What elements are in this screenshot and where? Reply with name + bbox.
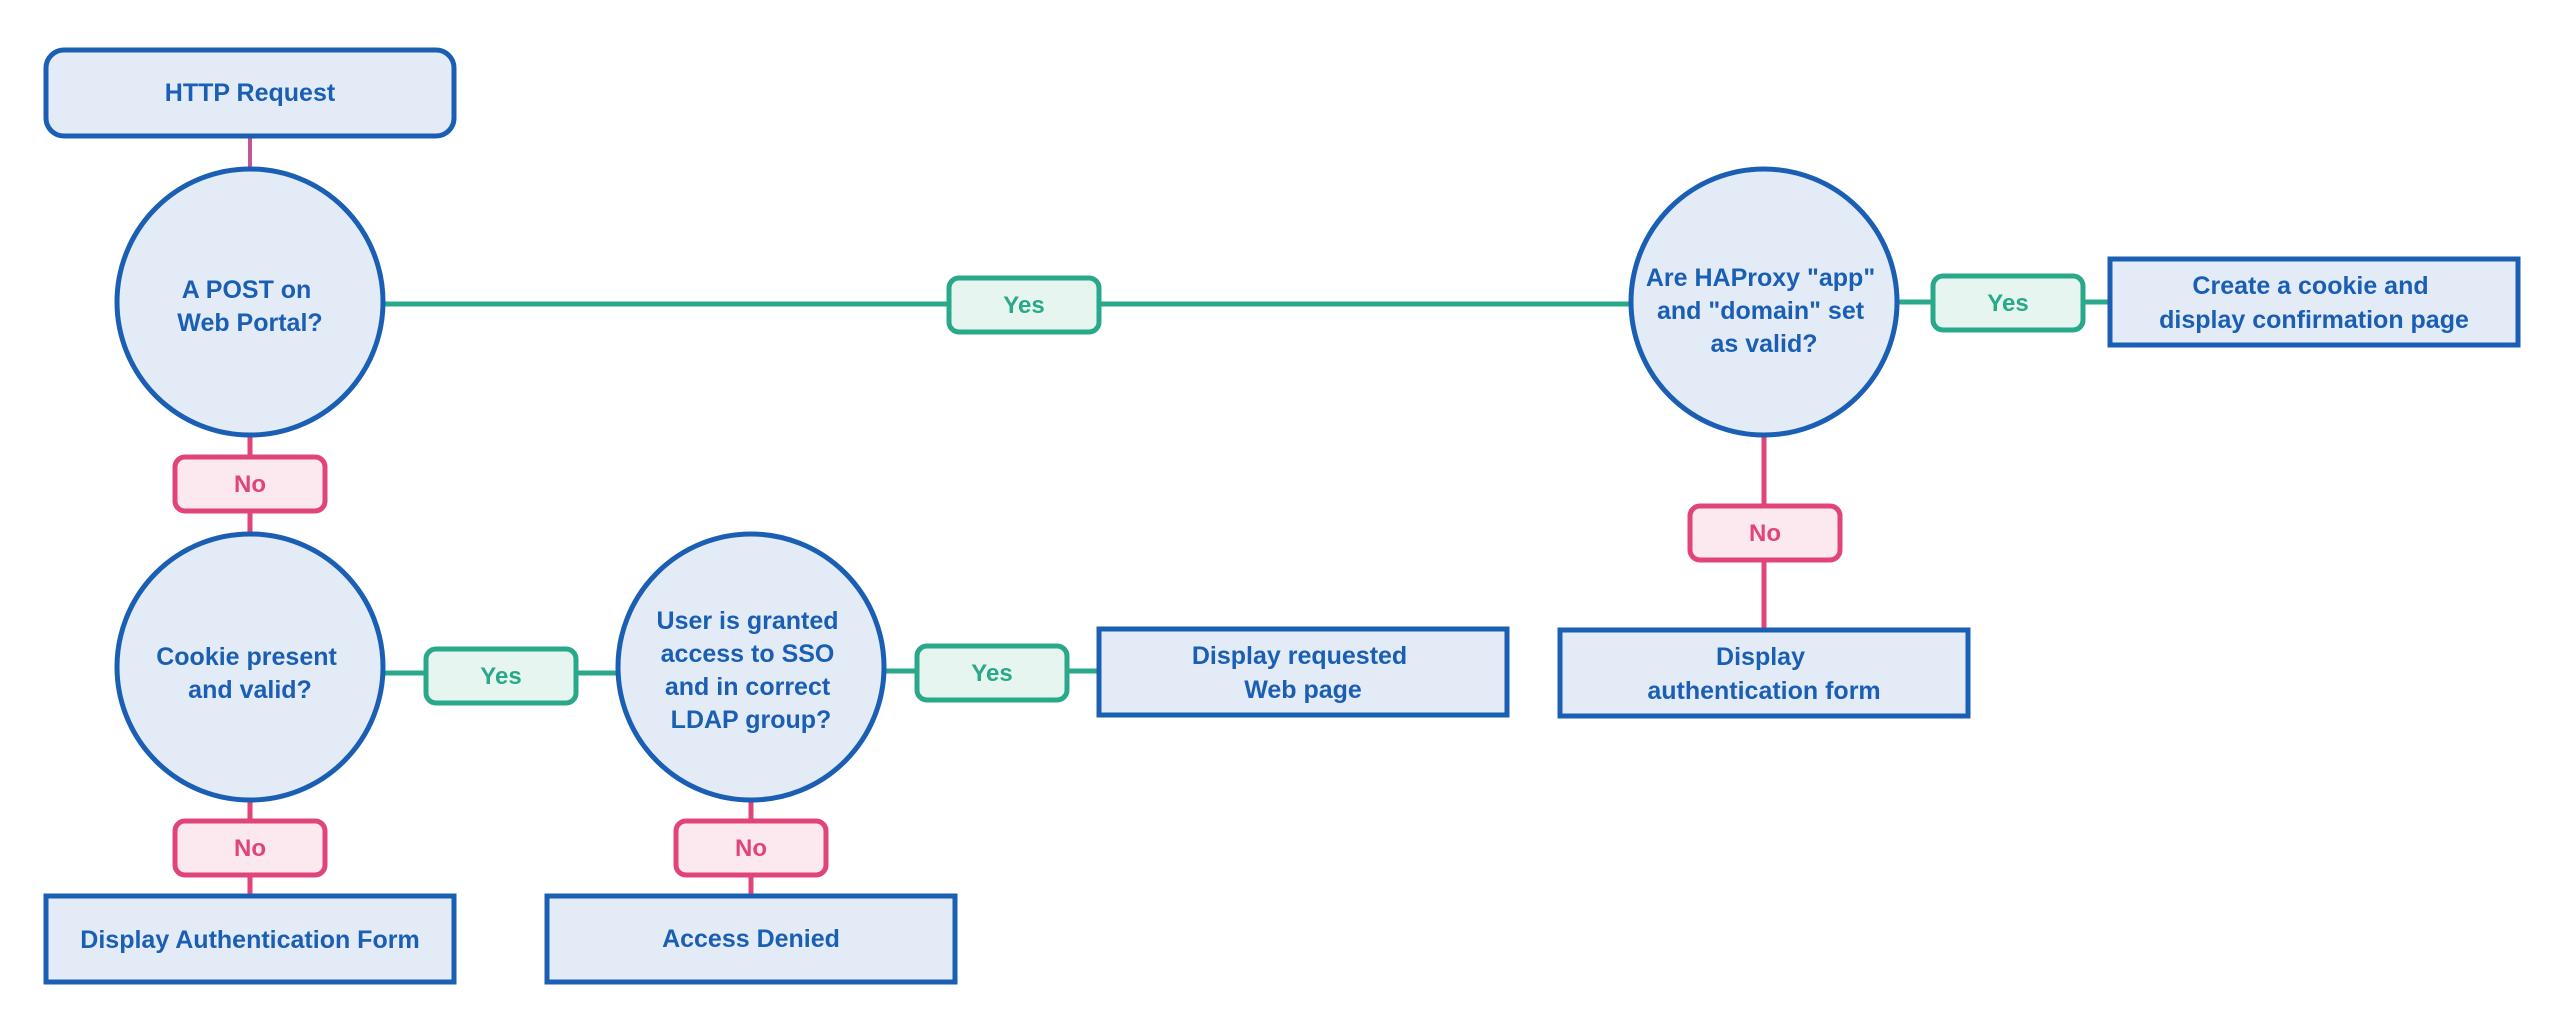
- node-haproxy-valid-label: Are HAProxy "app" and "domain" set as va…: [1646, 264, 1882, 358]
- node-http-request: HTTP Request: [43, 47, 457, 139]
- svg-text:Yes: Yes: [971, 660, 1012, 687]
- label-yes-cookie-user: Yes: [423, 646, 579, 706]
- node-create-cookie-label: Create a cookie and display confirmation…: [2159, 272, 2469, 334]
- node-cookie-valid: Cookie present and valid?: [114, 531, 386, 803]
- node-http-request-label: HTTP Request: [165, 79, 336, 107]
- label-yes-user-display: Yes: [914, 643, 1070, 703]
- label-yes-post-haproxy: Yes: [946, 275, 1102, 335]
- svg-text:No: No: [234, 471, 266, 498]
- node-display-requested: Display requested Web page: [1096, 626, 1510, 718]
- svg-text:Yes: Yes: [1003, 292, 1044, 319]
- node-display-auth-form-left-label: Display Authentication Form: [80, 926, 419, 954]
- node-display-auth-form-left: Display Authentication Form: [43, 893, 457, 985]
- label-no-haproxy-authform: No: [1687, 503, 1843, 563]
- node-create-cookie: Create a cookie and display confirmation…: [2107, 256, 2521, 348]
- svg-text:No: No: [1749, 520, 1781, 547]
- svg-text:Yes: Yes: [1987, 290, 2028, 317]
- node-access-denied-label: Access Denied: [662, 925, 840, 953]
- node-display-auth-form-right: Display authentication form: [1557, 627, 1971, 719]
- label-no-user-denied: No: [673, 818, 829, 878]
- node-user-granted: User is granted access to SSO and in cor…: [615, 531, 887, 803]
- label-yes-haproxy-cookie: Yes: [1930, 273, 2086, 333]
- node-display-auth-form-right-label: Display authentication form: [1647, 643, 1880, 705]
- node-cookie-valid-label: Cookie present and valid?: [156, 643, 344, 704]
- node-access-denied: Access Denied: [544, 893, 958, 985]
- svg-text:Yes: Yes: [480, 663, 521, 690]
- svg-text:No: No: [234, 835, 266, 862]
- label-no-post-cookie: No: [172, 454, 328, 514]
- node-post-portal-label: A POST on Web Portal?: [177, 276, 322, 337]
- node-post-portal: A POST on Web Portal?: [114, 166, 386, 438]
- svg-text:No: No: [735, 835, 767, 862]
- label-no-cookie-authform: No: [172, 818, 328, 878]
- node-user-granted-label: User is granted access to SSO and in cor…: [657, 607, 846, 734]
- node-display-requested-label: Display requested Web page: [1192, 642, 1414, 704]
- node-haproxy-valid: Are HAProxy "app" and "domain" set as va…: [1628, 166, 1900, 438]
